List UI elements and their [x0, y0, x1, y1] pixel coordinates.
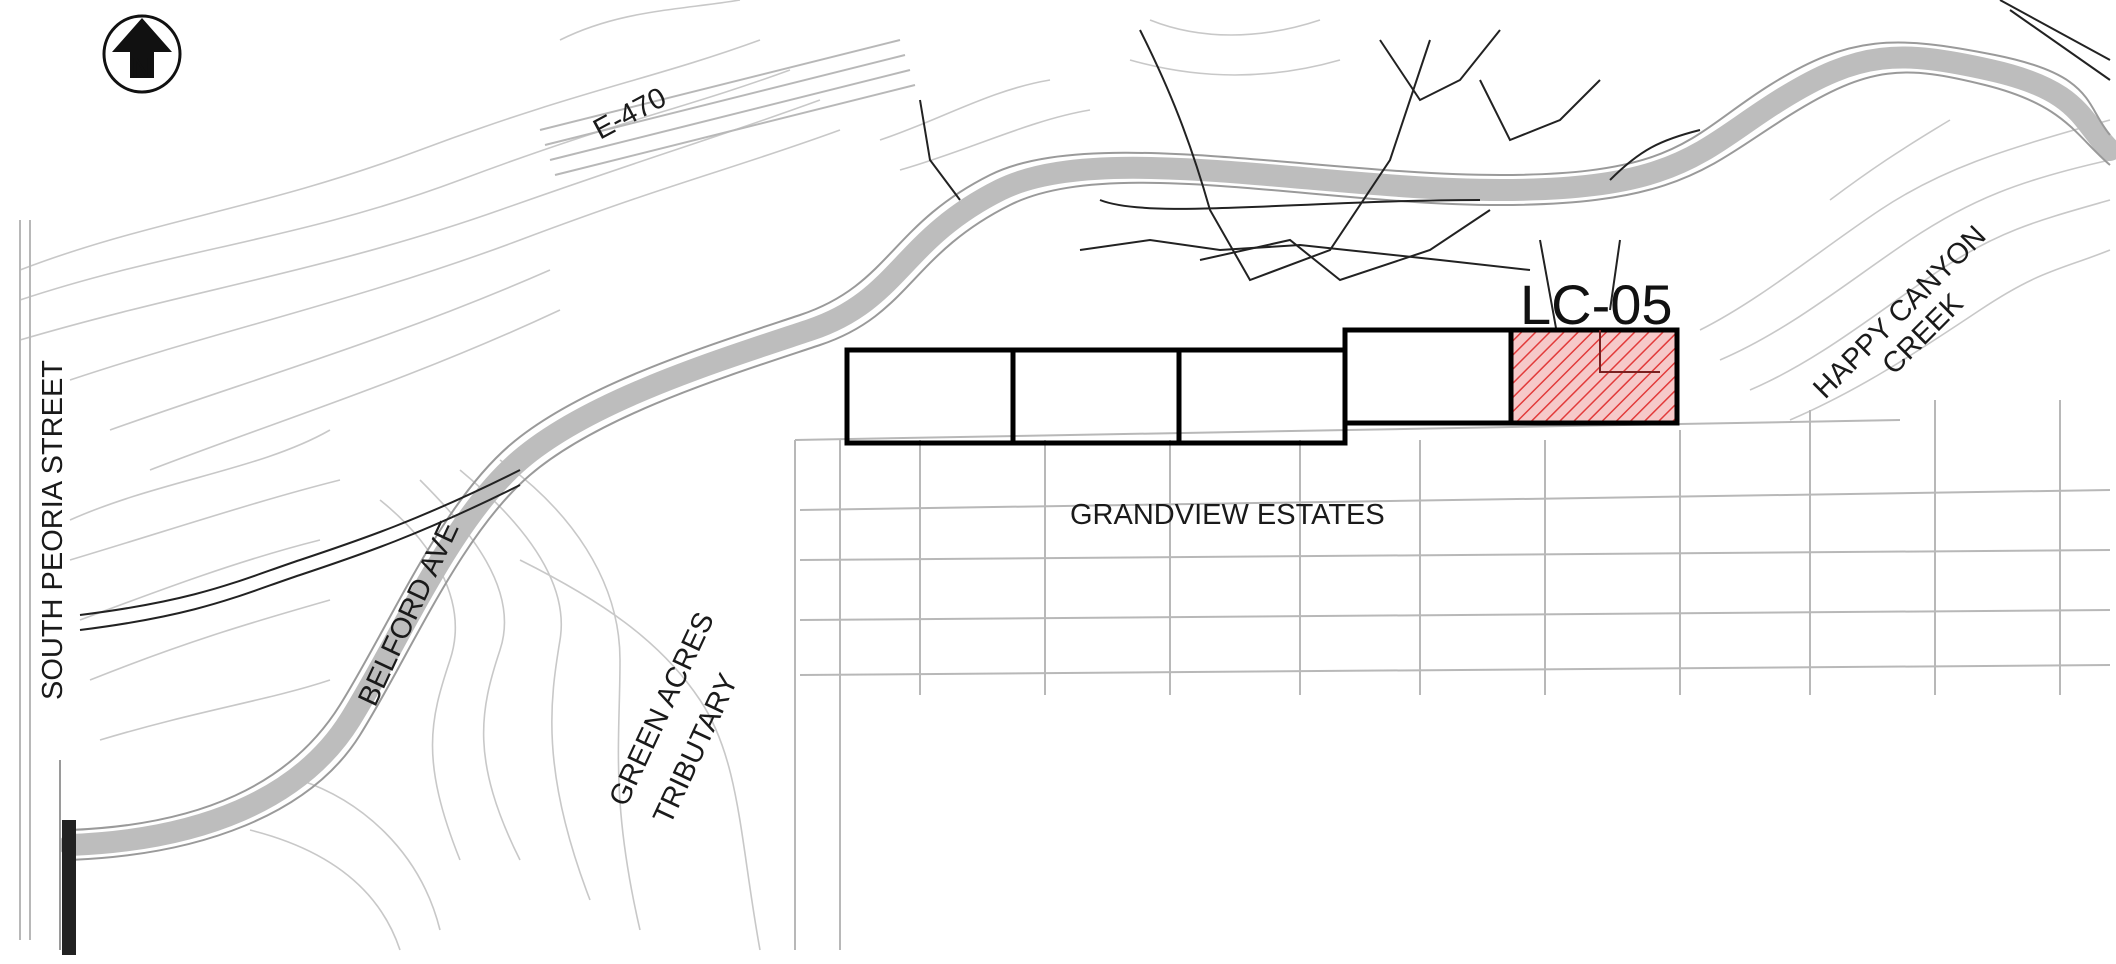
sheet-box-1[interactable] [844, 347, 1016, 446]
north-letter: N [131, 52, 153, 85]
local-street [79, 469, 521, 631]
e470-corridor [539, 39, 916, 176]
south-peoria-street [19, 220, 76, 955]
sheet-index [844, 327, 1680, 446]
sheet-box-lc05-highlight[interactable] [1508, 327, 1680, 426]
label-grandview-estates: GRANDVIEW ESTATES [1070, 499, 1385, 531]
label-lc05: LC-05 [1520, 273, 1673, 336]
sheet-box-4[interactable] [1342, 327, 1514, 426]
label-belford-ave: BELFORD AVE [352, 517, 465, 711]
label-e470: E-470 [588, 82, 671, 147]
north-arrow-icon: N [102, 14, 182, 94]
grandview-estates-lots [794, 400, 2111, 950]
belford-ave-road [59, 41, 2116, 861]
sheet-box-lc05-leader [1599, 330, 1660, 373]
terrain-contours [19, 0, 2111, 951]
sheet-box-3[interactable] [1176, 347, 1348, 446]
label-south-peoria-street: SOUTH PEORIA STREET [37, 360, 69, 700]
sheet-box-2[interactable] [1010, 347, 1182, 446]
grading-limits [919, 0, 2111, 351]
